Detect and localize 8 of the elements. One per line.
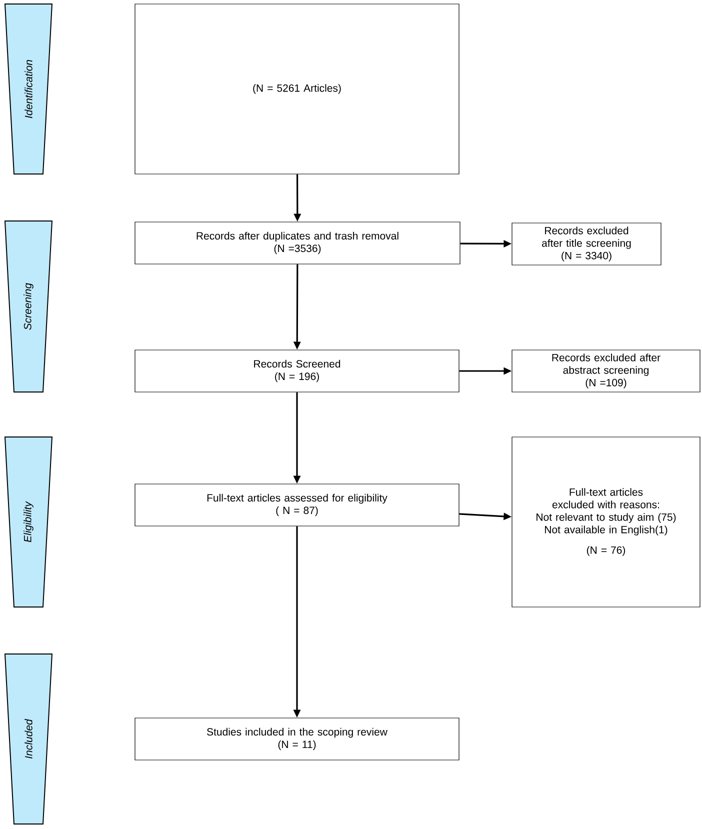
process-box: Records excluded after abstract screening (N =109) — [512, 350, 700, 392]
process-box: Studies included in the scoping review (N = 11) — [134, 718, 460, 760]
process-box: Records Screened (N = 196) — [134, 350, 460, 392]
process-box: Records excluded after title screening (N = 3340) — [512, 222, 662, 266]
process-box: Full-text articles assessed for eligibility ( N = 87) — [134, 484, 460, 526]
process-box: Records after duplicates and trash removal (N =3536) — [134, 222, 460, 264]
process-box: Full-text articles excluded with reasons: Not relevant to study aim (75) Not available in English(1) (N = 76) — [512, 436, 700, 608]
process-box: (N = 5261 Articles) — [134, 4, 460, 174]
